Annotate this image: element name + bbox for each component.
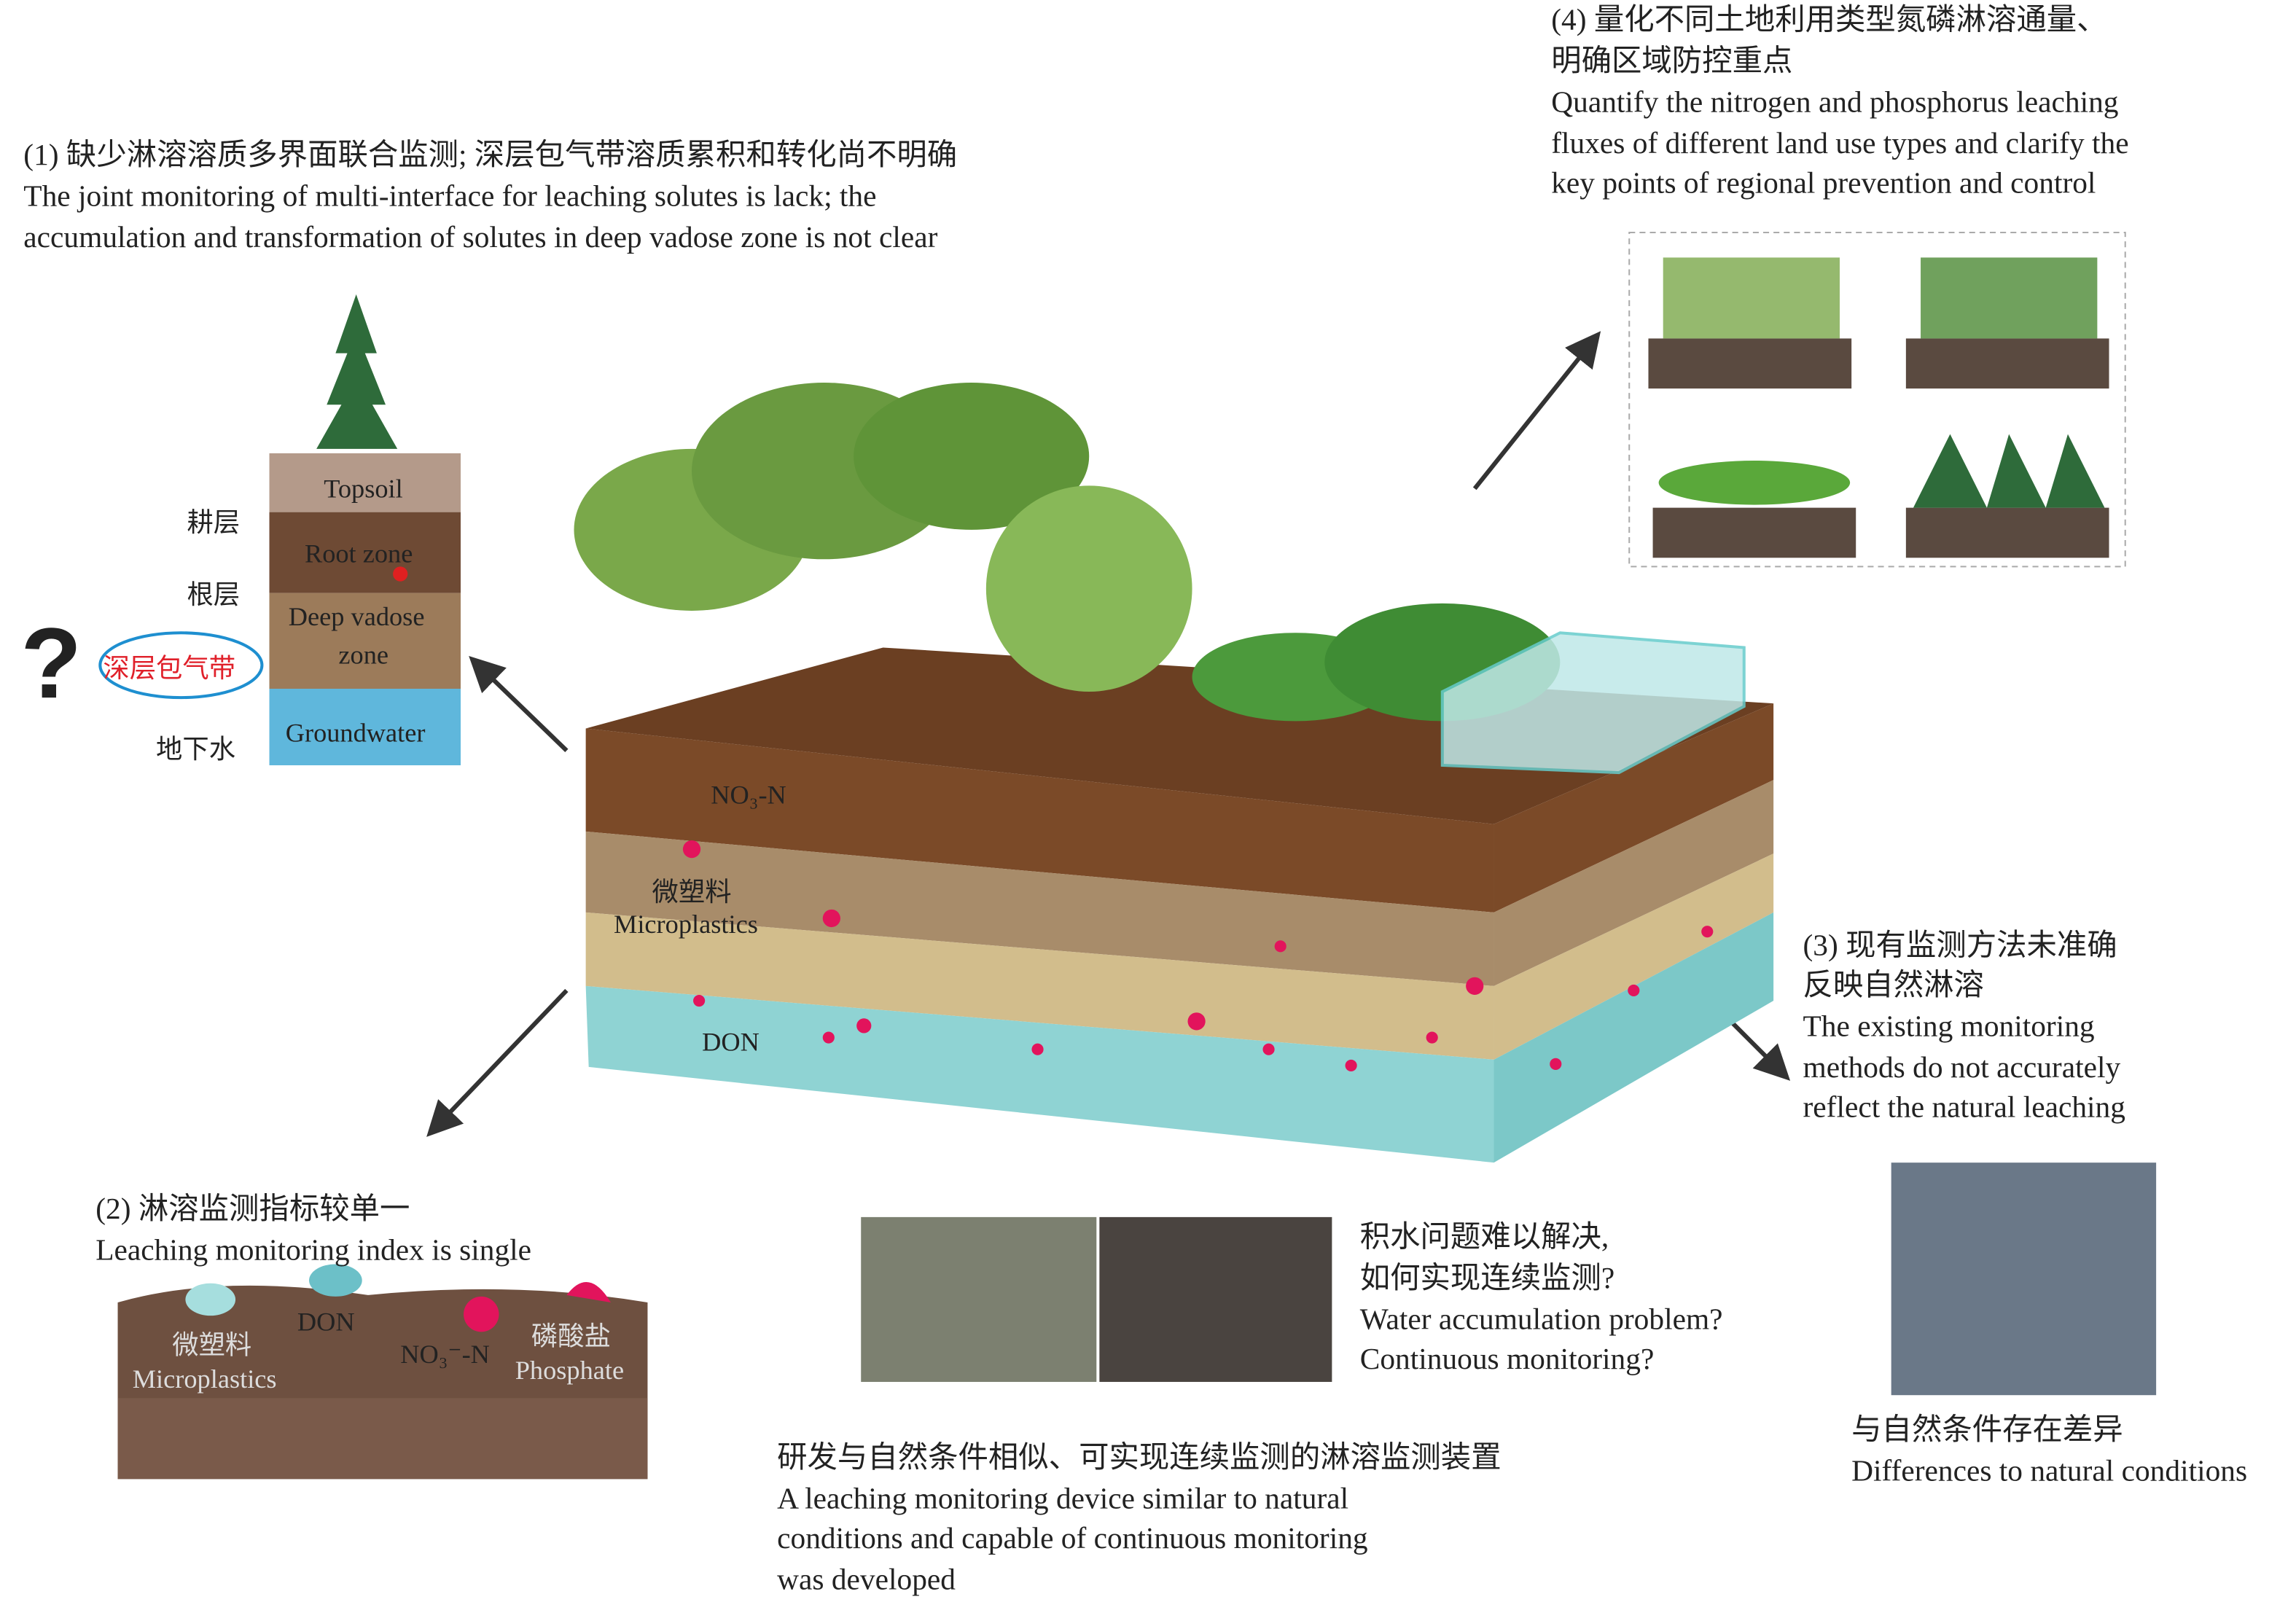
panel2-phos-cn: 磷酸盐 xyxy=(531,1321,611,1351)
water-en-1: Water accumulation problem? xyxy=(1359,1304,1723,1337)
conclusion-en-2: conditions and capable of continuous mon… xyxy=(777,1523,1368,1556)
panel3-desc-1: The existing monitoring xyxy=(1803,1011,2095,1044)
panel4-desc-2: fluxes of different land use types and c… xyxy=(1551,128,2129,161)
panel4-desc-3: key points of regional prevention and co… xyxy=(1551,168,2096,200)
block-label-mp-en: Microplastics xyxy=(614,909,758,939)
conclusion-en-3: was developed xyxy=(777,1564,956,1597)
solute-dots xyxy=(682,840,1714,1071)
deep-vadose-highlight xyxy=(98,631,264,700)
panel2-no3: NO₃⁻-N xyxy=(400,1339,490,1369)
panel3-desc-3: reflect the natural leaching xyxy=(1803,1092,2125,1125)
panel4-desc-1: Quantify the nitrogen and phosphorus lea… xyxy=(1551,87,2119,120)
question-mark-icon: ? xyxy=(20,607,82,720)
label-deep-vadose: Deep vadose xyxy=(288,601,425,632)
panel3-desc-2: methods do not accurately xyxy=(1803,1052,2121,1085)
panel2-title-en: Leaching monitoring index is single xyxy=(95,1235,532,1267)
water-cn-1: 积水问题难以解决, xyxy=(1359,1221,1609,1254)
photo-caption-en: Differences to natural conditions xyxy=(1851,1455,2248,1488)
water-cn-2: 如何实现连续监测? xyxy=(1359,1262,1615,1295)
soil-block xyxy=(574,382,1774,1163)
panel4-title-cn-2: 明确区域防控重点 xyxy=(1551,45,1793,79)
label-groundwater: Groundwater xyxy=(285,718,426,748)
block-label-no3: NO₃-N xyxy=(711,780,786,810)
label-zone: zone xyxy=(338,640,389,670)
photo-tunnel xyxy=(1099,1216,1332,1383)
land-use-box xyxy=(1628,232,2126,568)
arrow-to-panel4 xyxy=(1472,331,1601,491)
panel2-mp-en: Microplastics xyxy=(132,1364,277,1394)
land-use-corn xyxy=(1648,257,1852,389)
water-en-2: Continuous monitoring? xyxy=(1359,1343,1655,1376)
panel4-title-cn-1: (4) 量化不同土地利用类型氮磷淋溶通量、 xyxy=(1551,4,2107,37)
label-cn-root: 根层 xyxy=(187,579,241,609)
land-use-forest xyxy=(1905,434,2109,558)
conclusion-cn: 研发与自然条件相似、可实现连续监测的淋溶监测装置 xyxy=(777,1442,1502,1475)
indicator-soil xyxy=(117,1264,648,1480)
label-topsoil: Topsoil xyxy=(324,474,403,504)
greenhouse xyxy=(1440,631,1746,775)
label-cn-groundwater: 地下水 xyxy=(156,734,236,764)
panel3-title-cn-2: 反映自然淋溶 xyxy=(1803,969,1984,1003)
label-root-zone: Root zone xyxy=(304,539,413,568)
tree-icon xyxy=(316,294,398,449)
photo-field-facility xyxy=(861,1216,1097,1383)
panel1-title-cn: (1) 缺少淋溶溶质多界面联合监测; 深层包气带溶质累积和转化尚不明确 xyxy=(23,139,958,173)
label-cn-deep-vadose: 深层包气带 xyxy=(103,653,236,683)
land-use-tomato xyxy=(1905,257,2109,389)
panel2-title-cn: (2) 淋溶监测指标较单一 xyxy=(95,1193,410,1226)
panel3-title-cn-1: (3) 现有监测方法未准确 xyxy=(1803,930,2117,963)
photo-lysimeter-work xyxy=(1891,1163,2157,1396)
arrow-to-panel1 xyxy=(469,656,569,752)
photo-caption-cn: 与自然条件存在差异 xyxy=(1851,1414,2123,1447)
block-label-mp-cn: 微塑料 xyxy=(652,877,732,907)
panel1-desc-1: The joint monitoring of multi-interface … xyxy=(23,181,877,214)
label-cn-tillage: 耕层 xyxy=(187,507,241,538)
panel2-mp-cn: 微塑料 xyxy=(172,1330,252,1360)
vegetation xyxy=(574,382,1561,722)
panel2-don: DON xyxy=(297,1307,355,1337)
panel1-desc-2: accumulation and transformation of solut… xyxy=(23,222,938,255)
conclusion-en-1: A leaching monitoring device similar to … xyxy=(777,1483,1349,1516)
panel2-phos-en: Phosphate xyxy=(515,1355,625,1386)
arrow-to-panel2 xyxy=(426,988,569,1137)
land-use-vegetable xyxy=(1652,461,1856,558)
soil-profile-column xyxy=(269,294,461,765)
block-label-don: DON xyxy=(702,1027,760,1057)
